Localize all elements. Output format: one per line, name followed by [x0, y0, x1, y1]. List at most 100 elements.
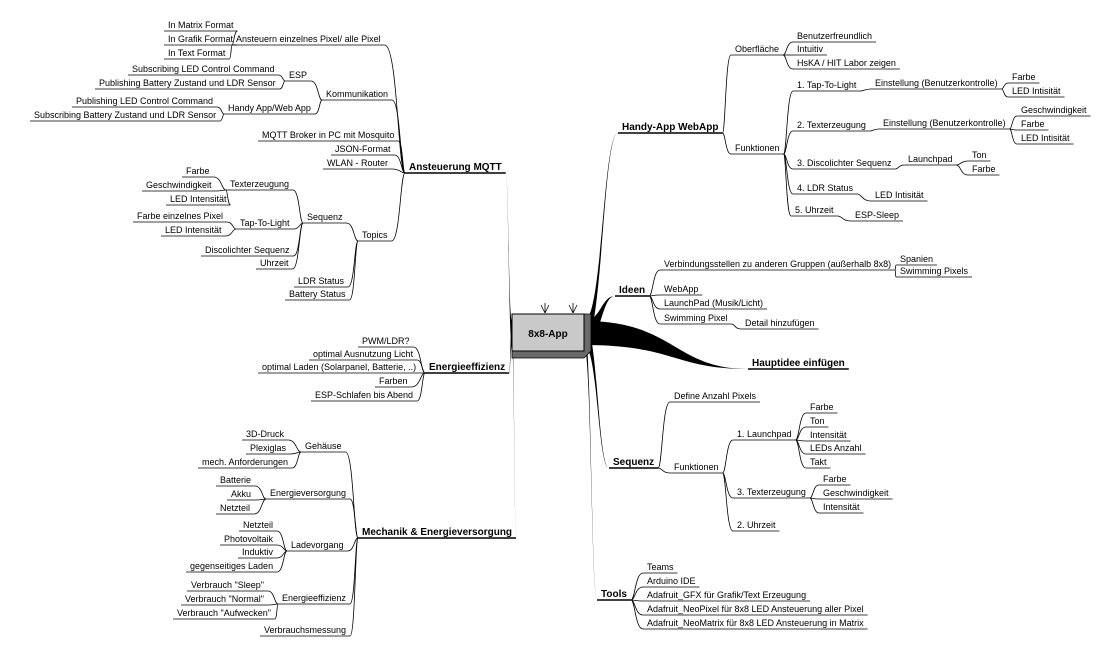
topic-node[interactable]: 5. Uhrzeit: [791, 205, 838, 217]
topic-node[interactable]: LED Intisität: [1008, 86, 1065, 98]
topic-node[interactable]: Induktiv: [238, 547, 278, 559]
topic-node[interactable]: Funktionen: [670, 462, 723, 474]
topic-node[interactable]: 3D-Druck: [242, 429, 289, 441]
topic-node[interactable]: Kommunikation: [322, 89, 393, 101]
topic-node[interactable]: Akku: [227, 489, 256, 501]
topic-node[interactable]: Batterie: [216, 475, 256, 487]
topic-node[interactable]: JSON-Format: [331, 144, 395, 156]
topic-node[interactable]: Netzteil: [239, 520, 278, 532]
topic-node[interactable]: PWM/LDR?: [358, 336, 414, 348]
topic-node[interactable]: gegenseitiges Laden: [186, 561, 278, 573]
topic-node[interactable]: Gehäuse: [301, 441, 346, 453]
topic-node[interactable]: Farbe einzelnes Pixel: [133, 211, 228, 223]
topic-node[interactable]: Einstellung (Benutzerkontrolle): [871, 78, 1002, 90]
topic-node[interactable]: Ton: [968, 150, 991, 162]
topic-node[interactable]: Verbrauch "Sleep": [187, 580, 268, 592]
topic-node[interactable]: Mechanik & Energieversorgung: [358, 527, 517, 539]
topic-node[interactable]: 4. LDR Status: [793, 183, 858, 195]
topic-node[interactable]: Texterzeugung: [226, 179, 294, 191]
topic-node[interactable]: Intensität: [819, 502, 864, 514]
topic-node[interactable]: LED Intisität: [1017, 133, 1074, 145]
topic-node[interactable]: Define Anzahl Pixels: [670, 391, 761, 403]
topic-node[interactable]: Farbe: [806, 402, 838, 414]
topic-node[interactable]: Photovoltaik: [220, 534, 278, 546]
topic-node[interactable]: Adafruit_GFX für Grafik/Text Erzeugung: [643, 590, 811, 602]
topic-node[interactable]: Farbe: [968, 164, 1000, 176]
topic-node[interactable]: LED Intensität: [161, 225, 226, 237]
topic-node[interactable]: In Matrix Format: [164, 20, 238, 32]
topic-node[interactable]: Detail hinzufügen: [741, 318, 819, 330]
topic-node[interactable]: Intensität: [806, 430, 851, 442]
topic-node[interactable]: LED Intisität: [871, 190, 928, 202]
topic-node[interactable]: Swimming Pixel: [660, 313, 732, 325]
topic-node[interactable]: Subscribing Battery Zustand und LDR Sens…: [30, 110, 221, 122]
topic-node[interactable]: Battery Status: [285, 289, 350, 301]
topic-node[interactable]: Publishing Battery Zustand und LDR Senso…: [95, 78, 280, 90]
topic-node[interactable]: Launchpad: [904, 154, 957, 166]
topic-node[interactable]: Tools: [597, 589, 631, 601]
topic-node[interactable]: Adafruit_NeoMatrix für 8x8 LED Ansteueru…: [643, 618, 868, 630]
topic-node[interactable]: Discolichter Sequenz: [201, 245, 294, 257]
topic-node[interactable]: 2. Uhrzeit: [733, 520, 780, 532]
topic-node[interactable]: Verbrauch "Normal": [181, 594, 268, 606]
topic-node[interactable]: HsKA / HIT Labor zeigen: [793, 58, 900, 70]
topic-node[interactable]: Geschwindigkeit: [142, 180, 216, 192]
topic-node[interactable]: WebApp: [660, 284, 703, 296]
topic-node[interactable]: Oberfläche: [731, 44, 784, 56]
topic-node[interactable]: Uhrzeit: [256, 258, 293, 270]
topic-node[interactable]: Tap-To-Light: [236, 218, 294, 230]
topic-node[interactable]: Takt: [806, 457, 831, 469]
topic-node[interactable]: Ton: [806, 416, 829, 428]
topic-node[interactable]: Handy App/Web App: [224, 103, 315, 115]
topic-node[interactable]: 3. Discolichter Sequenz: [793, 158, 896, 170]
topic-node[interactable]: Teams: [643, 562, 678, 574]
topic-node[interactable]: Geschwindigkeit: [1017, 105, 1091, 117]
topic-node[interactable]: 2. Texterzeugung: [793, 120, 870, 132]
topic-node[interactable]: In Grafik Format: [164, 34, 238, 46]
topic-node[interactable]: Energieversorgung: [266, 488, 351, 500]
topic-node[interactable]: Sequenz: [303, 212, 347, 224]
topic-node[interactable]: Farbe: [1017, 119, 1049, 131]
topic-node[interactable]: WLAN - Router: [323, 158, 393, 170]
topic-node[interactable]: Einstellung (Benutzerkontrolle): [879, 118, 1010, 130]
topic-node[interactable]: ESP-Schlafen bis Abend: [311, 390, 418, 402]
topic-node[interactable]: Topics: [358, 230, 392, 242]
central-topic[interactable]: 8x8-App: [511, 303, 592, 359]
topic-node[interactable]: ESP: [285, 70, 312, 82]
topic-node[interactable]: Handy-App WebApp: [618, 122, 723, 134]
topic-node[interactable]: Farben: [375, 376, 412, 388]
topic-node[interactable]: Spanien: [896, 254, 938, 266]
topic-node[interactable]: Energieeffizienz: [278, 593, 350, 605]
topic-node[interactable]: Verbindungsstellen zu anderen Gruppen (a…: [660, 259, 896, 271]
topic-node[interactable]: ESP-Sleep: [851, 210, 904, 222]
topic-node[interactable]: Energieeffizienz: [425, 362, 510, 374]
topic-node[interactable]: mech. Anforderungen: [198, 457, 293, 469]
topic-node[interactable]: 1. Tap-To-Light: [793, 80, 861, 92]
topic-node[interactable]: Benutzerfreundlich: [793, 31, 877, 43]
topic-node[interactable]: optimal Ausnutzung Licht: [309, 349, 418, 361]
topic-node[interactable]: Ladevorgang: [287, 540, 348, 552]
topic-node[interactable]: LaunchPad (Musik/Licht): [660, 298, 768, 310]
topic-node[interactable]: Netzteil: [216, 503, 255, 515]
topic-node[interactable]: Ansteuern einzelnes Pixel/ alle Pixel: [232, 34, 385, 46]
topic-node[interactable]: Publishing LED Control Command: [72, 96, 218, 108]
topic-node[interactable]: LED Intensität: [166, 194, 231, 206]
topic-node[interactable]: Farbe: [819, 474, 851, 486]
topic-node[interactable]: MQTT Broker in PC mit Mosquito: [258, 130, 399, 142]
topic-node[interactable]: In Text Format: [164, 48, 230, 60]
topic-node[interactable]: 3. Texterzeugung: [733, 487, 810, 499]
topic-node[interactable]: Ideen: [615, 285, 650, 297]
topic-node[interactable]: Arduino IDE: [643, 576, 700, 588]
topic-node[interactable]: Verbrauch "Aufwecken": [173, 608, 275, 620]
topic-node[interactable]: Farbe: [182, 166, 214, 178]
topic-node[interactable]: optimal Laden (Solarpanel, Batterie, ..): [258, 362, 421, 374]
topic-node[interactable]: Farbe: [1008, 72, 1040, 84]
topic-node[interactable]: Plexiglas: [246, 443, 291, 455]
topic-node[interactable]: Subscribing LED Control Command: [128, 64, 279, 76]
topic-node[interactable]: Verbrauchsmessung: [260, 625, 351, 637]
topic-node[interactable]: Intuitiv: [793, 44, 828, 56]
topic-node[interactable]: Hauptidee einfügen: [748, 358, 849, 370]
topic-node[interactable]: Ansteuerung MQTT: [405, 162, 506, 174]
topic-node[interactable]: 1. Launchpad: [733, 429, 796, 441]
topic-node[interactable]: Funktionen: [731, 143, 784, 155]
